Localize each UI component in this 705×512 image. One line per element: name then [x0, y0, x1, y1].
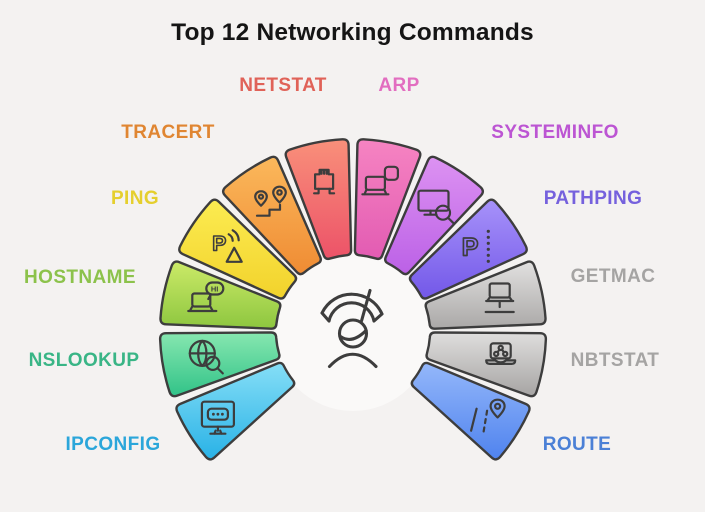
fan-wedge-getmac: [424, 260, 547, 330]
label-arp: ARP: [378, 75, 420, 96]
page-title: Top 12 Networking Commands: [171, 19, 534, 46]
ethernet-plug-icon: [313, 168, 336, 195]
fan-wedge-pathping: [408, 198, 528, 300]
label-netstat: NETSTAT: [239, 75, 327, 96]
laptop-share-icon: [485, 342, 517, 365]
label-getmac: GETMAC: [570, 266, 656, 287]
label-hostname: HOSTNAME: [24, 267, 136, 288]
fan-wedge-ping: [178, 198, 298, 300]
route-pins-icon: [254, 185, 287, 217]
label-route: ROUTE: [542, 434, 612, 455]
globe-search-icon: [188, 339, 224, 375]
label-nslookup: NSLOOKUP: [28, 350, 140, 371]
svg-text:P: P: [212, 232, 226, 255]
fan-wedge-route: [410, 361, 531, 461]
monitor-search-icon: [417, 189, 455, 225]
svg-text:HI: HI: [211, 285, 218, 294]
laptop-line-icon: [484, 282, 515, 314]
label-ipconfig: IPCONFIG: [65, 434, 161, 455]
fan-wedge-netstat: [284, 138, 353, 261]
fan-wedge-nbtstat: [425, 331, 548, 398]
label-ping: PING: [110, 188, 160, 209]
ping-signal-icon: P: [211, 229, 243, 263]
label-systeminfo: SYSTEMINFO: [491, 122, 619, 143]
fan-wedge-tracert: [221, 155, 322, 276]
laptop-devices-icon: [361, 165, 399, 196]
p-dots-icon: P: [461, 229, 490, 263]
fan-wedge-ipconfig: [175, 361, 296, 461]
fan-wedge-arp: [353, 138, 422, 261]
label-pathping: PATHPING: [543, 188, 643, 209]
monitor-password-icon: [200, 400, 235, 435]
center-circle: [274, 253, 432, 411]
road-pin-icon: [470, 398, 506, 433]
person-wifi-icon: [320, 288, 384, 369]
svg-text:P: P: [462, 233, 479, 261]
laptop-chat-icon: HI: [187, 281, 225, 313]
label-nbtstat: NBTSTAT: [570, 350, 660, 371]
label-tracert: TRACERT: [121, 122, 215, 143]
